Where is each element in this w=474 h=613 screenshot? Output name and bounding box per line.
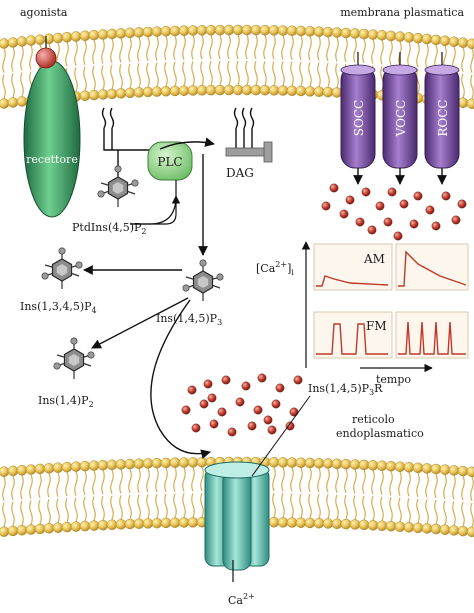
panel-am-2 <box>395 243 469 291</box>
calcium-ion-icon <box>217 407 227 417</box>
plc-enzyme <box>147 141 193 181</box>
vocc-label: VOCC <box>394 100 408 138</box>
ip3-receptor-channel <box>204 461 270 571</box>
ip2-inositol-icon <box>53 337 95 379</box>
vocc-channel: VOCC <box>382 52 418 185</box>
calcium-oscillation-panels: [Ca2+]i tempo AM FM <box>256 241 469 386</box>
trace-am-2 <box>398 250 467 287</box>
panel-fm-2 <box>395 311 469 359</box>
calcium-ion-icon <box>203 379 213 389</box>
calcium-ion-icon <box>457 199 467 209</box>
ip3-label: Ins(1,4,5)P3 <box>156 312 222 327</box>
plc-label: PLC <box>157 155 182 169</box>
calcium-release-label: Ca2+ <box>228 592 255 607</box>
ip3-to-receptor-arrow <box>150 299 211 459</box>
plc-loop-line <box>130 180 177 225</box>
calcium-cluster-er <box>181 373 303 437</box>
plc-to-dag-arrow <box>159 137 215 150</box>
calcium-cluster-plasma <box>321 183 467 241</box>
calcium-ion-icon <box>367 225 377 235</box>
calcium-ion-icon <box>227 427 237 437</box>
calcium-ion-icon <box>221 375 231 385</box>
agonist-icon <box>35 47 57 69</box>
calcium-ion-icon <box>187 385 197 395</box>
calcium-ion-icon <box>413 191 423 201</box>
time-label: tempo <box>376 373 411 386</box>
calcium-ion-icon <box>383 217 393 227</box>
calcium-ion-icon <box>285 421 295 431</box>
calcium-ion-icon <box>247 421 257 431</box>
calcium-ion-icon <box>321 201 331 211</box>
calcium-ion-icon <box>289 407 299 417</box>
ip4-label: Ins(1,3,4,5)P4 <box>20 300 97 315</box>
ptdins-lipid-icon <box>101 107 150 176</box>
calcium-ion-icon <box>425 205 435 215</box>
rocc-label: ROCC <box>436 99 450 136</box>
calcium-ion-icon <box>263 415 273 425</box>
calcium-ion-icon <box>181 405 191 415</box>
calcium-ion-icon <box>199 399 209 409</box>
socc-label: SOCC <box>352 100 366 136</box>
calcium-ion-icon <box>329 183 339 193</box>
ip2-label: Ins(1,4)P2 <box>38 394 94 409</box>
calcium-ion-icon <box>191 423 201 433</box>
trace-fm-2 <box>398 321 466 355</box>
er-label-line2: endoplasmatico <box>336 427 424 440</box>
calcium-ion-icon <box>355 217 365 227</box>
ca-conc-label: [Ca2+]i <box>256 260 294 277</box>
dag-anchor <box>263 141 273 163</box>
ptdins-to-plc-arrow <box>130 195 181 225</box>
ip4-inositol-icon <box>41 247 83 289</box>
ip3r-label: Ins(1,4,5)P3R <box>308 382 383 397</box>
dag-lipid-icon <box>233 107 266 151</box>
dag-backbone <box>225 147 271 157</box>
calcium-ion-icon <box>431 221 441 231</box>
plasma-membrane-label: membrana plasmatica <box>340 6 464 19</box>
calcium-ion-icon <box>207 393 217 403</box>
fm-label: FM <box>366 319 387 333</box>
calcium-ion-icon <box>345 195 355 205</box>
ip3r-pointer <box>251 395 311 477</box>
calcium-ion-icon <box>441 191 451 201</box>
am-label: AM <box>363 252 385 266</box>
calcium-ion-icon <box>387 187 397 197</box>
receptor-shape <box>23 60 81 218</box>
calcium-ion-icon <box>267 425 277 435</box>
dag-label: DAG <box>226 166 254 180</box>
trace-am-1 <box>316 275 389 287</box>
receptor-label: recettore <box>26 153 78 166</box>
socc-channel: SOCC <box>340 52 376 185</box>
plasma-channels: SOCC VOCC ROCC <box>340 52 460 185</box>
calcium-ion-icon <box>293 375 303 385</box>
plasma-membrane <box>0 24 474 110</box>
panel-am-1 <box>313 243 393 291</box>
calcium-ion-icon <box>257 373 267 383</box>
agonist-label: agonista <box>20 6 68 19</box>
ptdins-inositol-icon <box>97 165 139 207</box>
panel-fm-1 <box>313 311 393 359</box>
trace-fm-1 <box>316 323 388 355</box>
ptdins-label: PtdIns(4,5)P2 <box>72 221 147 236</box>
calcium-ion-icon <box>409 219 419 229</box>
calcium-ion-icon <box>451 215 461 225</box>
calcium-ion-icon <box>339 209 349 219</box>
calcium-ion-icon <box>399 199 409 209</box>
ip3-inositol-icon <box>182 259 224 301</box>
calcium-ion-icon <box>361 187 371 197</box>
calcium-ion-icon <box>209 419 219 429</box>
calcium-ion-icon <box>271 399 281 409</box>
rocc-channel: ROCC <box>424 52 460 185</box>
er-label-line1: reticolo <box>352 413 395 426</box>
calcium-ion-icon <box>253 405 263 415</box>
calcium-ion-icon <box>375 201 385 211</box>
calcium-ion-icon <box>275 383 285 393</box>
calcium-ion-icon <box>393 231 403 241</box>
calcium-ion-icon <box>235 397 245 407</box>
ip3-to-ip2-arrow <box>91 297 189 349</box>
calcium-ion-icon <box>241 381 251 391</box>
